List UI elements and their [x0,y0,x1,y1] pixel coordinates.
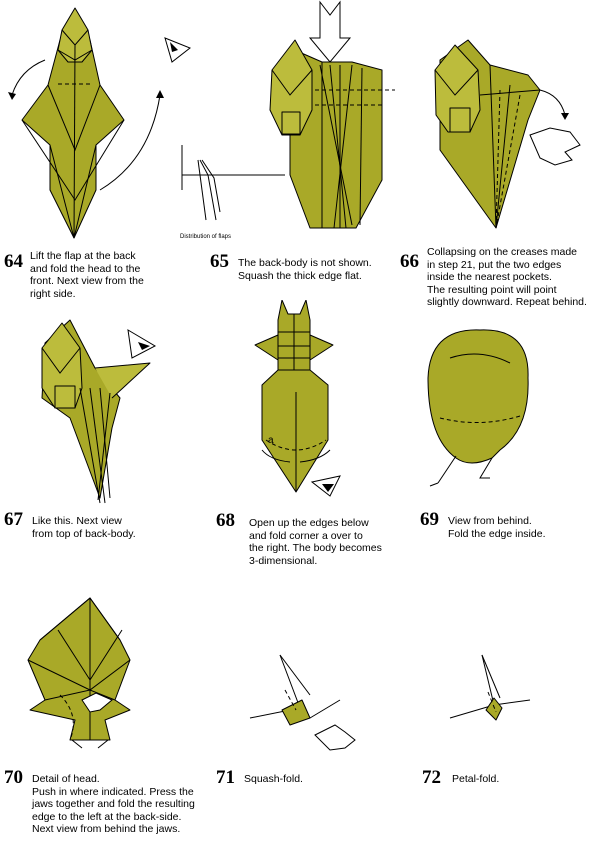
step-caption: Squash-fold. [244,773,303,785]
eye-icon [164,37,191,63]
step-67: 67 Like this. Next view from top of back… [0,318,200,548]
push-arrow-icon [81,692,113,713]
step-number: 72 [422,767,441,788]
step-66: 66 Collapsing on the creases made in ste… [400,0,600,320]
eye-icon [127,329,157,359]
step-72-diagram [449,654,531,721]
step-65-detail: Distribution of flaps [180,145,285,240]
step-number: 71 [216,767,235,788]
corner-label: a [268,435,274,446]
step-caption: Lift the flap at the back and fold the h… [30,250,144,300]
step-number: 64 [4,251,23,272]
step-caption: Open up the edges below and fold corner … [249,517,382,567]
step-65-diagram [269,0,395,229]
step-number: 69 [420,509,439,530]
step-caption: Detail of head. Push in where indicated.… [32,773,195,836]
step-65: Distribution of flaps 65 The back-body i… [170,0,400,320]
step-number: 70 [4,767,23,788]
step-68-diagram: a [254,300,341,497]
step-64-diagram [8,7,191,239]
step-69-diagram [427,329,529,487]
step-number: 67 [4,509,23,530]
step-number: 68 [216,510,235,531]
detail-label: Distribution of flaps [180,234,231,240]
step-72: 72 Petal-fold. [410,640,600,800]
step-caption: The back-body is not shown. Squash the t… [238,257,372,282]
step-71-diagram [249,654,356,751]
step-caption: View from behind. Fold the edge inside. [448,515,546,540]
step-71: 71 Squash-fold. [210,640,410,800]
step-69: 69 View from behind. Fold the edge insid… [400,318,600,548]
step-66-diagram [434,39,581,229]
step-70: 70 Detail of head. Push in where indicat… [0,590,210,842]
step-70-diagram [27,597,131,749]
step-caption: Like this. Next view from top of back-bo… [32,515,136,540]
step-number: 66 [400,251,419,272]
push-arrow-icon [308,0,352,63]
step-67-diagram [41,319,157,504]
step-68: a 68 Open up the edges below and fold co… [200,300,400,580]
step-number: 65 [210,251,229,272]
step-caption: Petal-fold. [452,773,500,785]
step-64: 64 Lift the flap at the back and fold th… [0,0,200,320]
step-caption: Collapsing on the creases made in step 2… [427,246,587,309]
eye-icon [310,475,341,497]
